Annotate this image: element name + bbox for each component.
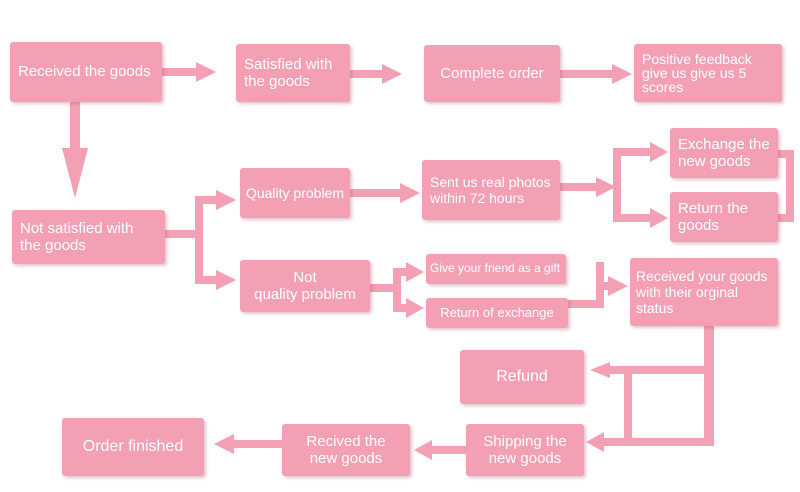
shipping-new-goods-box: Shipping the new goods [466, 424, 584, 476]
sent-photos-box: Sent us real photos within 72 hours [422, 160, 560, 220]
order-finished-box: Order finished [62, 418, 204, 476]
return-goods-box: Return the goods [670, 192, 778, 242]
give-friend-gift-box: Give your friend as a gift [426, 254, 566, 284]
complete-order-box: Complete order [424, 45, 560, 102]
return-of-exchange-box: Return of exchange [426, 298, 568, 328]
received-original-status-box: Received your goods with their orginal s… [630, 258, 778, 326]
not-quality-problem-box: Not quality problem [240, 260, 370, 312]
satisfied-box: Satisfied with the goods [236, 44, 350, 102]
positive-feedback-box: Positive feedback give us give us 5 scor… [634, 44, 782, 102]
quality-problem-box: Quality problem [240, 168, 350, 218]
received-goods-box: Received the goods [10, 42, 162, 102]
refund-box: Refund [460, 350, 584, 404]
exchange-new-goods-box: Exchange the new goods [670, 128, 778, 178]
recived-new-goods-box: Recived the new goods [282, 424, 410, 476]
not-satisfied-box: Not satisfied with the goods [12, 210, 165, 264]
